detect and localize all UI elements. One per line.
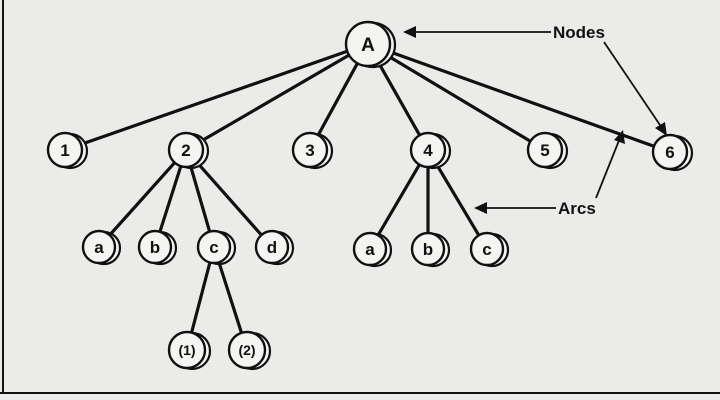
node-n5: 5 bbox=[526, 131, 569, 170]
node-n2d-circle bbox=[254, 229, 290, 265]
arc-A-n3 bbox=[316, 61, 359, 137]
arcs-pointer-arrowhead-2 bbox=[614, 130, 625, 144]
arc-A-n5 bbox=[385, 53, 533, 143]
node-n4b: b bbox=[410, 231, 451, 268]
arc-n4-n4a bbox=[376, 163, 421, 237]
node-n2a-label: a bbox=[94, 238, 104, 257]
node-n3-circle bbox=[291, 131, 329, 169]
node-n2c2-circle bbox=[227, 330, 267, 370]
node-n2b: b bbox=[137, 229, 178, 266]
node-n4a: a bbox=[352, 231, 393, 268]
node-n4a-circle bbox=[352, 231, 388, 267]
node-A-label: A bbox=[361, 35, 375, 56]
node-n1-label: 1 bbox=[60, 141, 69, 160]
node-n2c-label: c bbox=[209, 238, 218, 257]
node-n3-label: 3 bbox=[305, 141, 314, 160]
node-n6-label: 6 bbox=[665, 143, 674, 162]
node-n4: 4 bbox=[409, 131, 452, 170]
node-n4-circle bbox=[409, 131, 447, 169]
node-n2c2: (2) bbox=[227, 330, 272, 371]
arc-A-n1 bbox=[79, 49, 349, 146]
arc-n2c-n2c2 bbox=[217, 260, 244, 335]
node-n5-circle bbox=[526, 131, 564, 169]
arcs-annotation: Arcs bbox=[558, 199, 596, 218]
node-n2c-circle bbox=[196, 229, 232, 265]
node-n4c-label: c bbox=[482, 240, 491, 259]
arc-A-n2 bbox=[199, 53, 351, 143]
arc-A-n6 bbox=[387, 49, 656, 148]
nodes-layer: A 1 2 3 4 5 6 a b c d a b c (1) (2) bbox=[46, 20, 694, 371]
arc-n2c-n2c1 bbox=[190, 260, 212, 335]
node-A-circle bbox=[344, 20, 392, 68]
node-n2b-circle bbox=[137, 229, 173, 265]
node-n2c1-circle bbox=[167, 330, 207, 370]
node-n1: 1 bbox=[46, 131, 89, 170]
node-n6: 6 bbox=[651, 133, 694, 172]
nodes-pointer-arrowhead-2 bbox=[655, 122, 667, 136]
nodes-pointer-line-2 bbox=[603, 41, 663, 129]
node-n2c2-label: (2) bbox=[238, 342, 255, 358]
annotations-layer: Nodes Arcs bbox=[403, 23, 667, 218]
node-n4c-circle bbox=[469, 231, 505, 267]
node-n2c1: (1) bbox=[167, 330, 212, 371]
node-n6-circle bbox=[651, 133, 689, 171]
arcs-pointer-line-2 bbox=[595, 137, 621, 199]
edges-layer bbox=[79, 49, 656, 335]
node-n2: 2 bbox=[167, 131, 210, 170]
node-n4c: c bbox=[469, 231, 510, 268]
node-n4a-label: a bbox=[365, 240, 375, 259]
node-n2b-label: b bbox=[150, 238, 160, 257]
node-n2d: d bbox=[254, 229, 295, 266]
node-n2a: a bbox=[81, 229, 122, 266]
arc-n2-n2a bbox=[108, 161, 177, 237]
arcs-pointer-arrowhead bbox=[474, 202, 487, 214]
node-n2a-circle bbox=[81, 229, 117, 265]
node-n5-label: 5 bbox=[540, 141, 549, 160]
arc-n2-n2c bbox=[189, 164, 212, 234]
node-n4b-circle bbox=[410, 231, 446, 267]
arc-A-n4 bbox=[377, 61, 422, 137]
node-n3: 3 bbox=[291, 131, 334, 170]
arc-n4-n4c bbox=[435, 163, 481, 237]
node-n2d-label: d bbox=[267, 238, 277, 257]
node-n2-label: 2 bbox=[181, 141, 190, 160]
node-n2c1-label: (1) bbox=[178, 342, 195, 358]
node-n1-circle bbox=[46, 131, 84, 169]
arc-n2-n2b bbox=[158, 164, 183, 234]
arc-n2-n2d bbox=[195, 161, 263, 237]
nodes-annotation: Nodes bbox=[553, 23, 605, 42]
node-n2-circle bbox=[167, 131, 205, 169]
node-n4-label: 4 bbox=[423, 141, 433, 160]
node-n4b-label: b bbox=[423, 240, 433, 259]
node-n2c: c bbox=[196, 229, 237, 266]
nodes-pointer-arrowhead bbox=[403, 26, 416, 38]
node-A: A bbox=[344, 20, 397, 69]
